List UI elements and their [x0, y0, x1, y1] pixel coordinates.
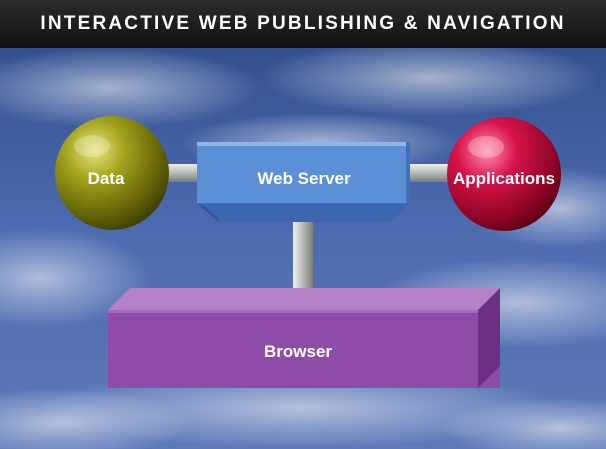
diagram-canvas: Data Applications Web Server Browser	[0, 48, 606, 449]
browser-node: Browser	[108, 288, 500, 388]
connector-web-server-applications	[406, 164, 448, 182]
title-bar: INTERACTIVE WEB PUBLISHING & NAVIGATION	[0, 0, 606, 48]
applications-node-label: Applications	[453, 169, 555, 188]
web-server-node-label: Web Server	[257, 169, 351, 188]
applications-node: Applications	[447, 117, 561, 231]
data-node: Data	[55, 116, 169, 230]
web-server-node: Web Server	[197, 142, 410, 222]
page-title: INTERACTIVE WEB PUBLISHING & NAVIGATION	[40, 13, 566, 34]
data-node-label: Data	[88, 169, 125, 188]
browser-node-label: Browser	[264, 342, 332, 361]
connector-web-server-browser	[293, 216, 313, 302]
